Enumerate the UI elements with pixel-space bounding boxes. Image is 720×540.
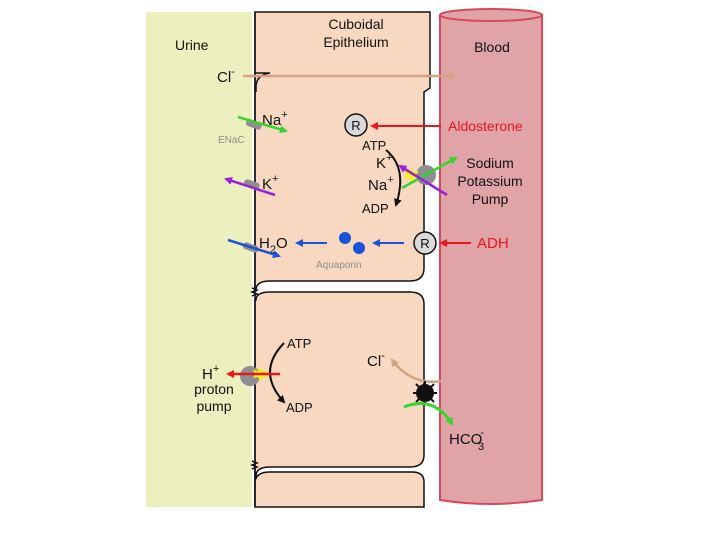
blood-vessel [439, 9, 543, 505]
aquaporin-label: Aquaporin [316, 260, 362, 271]
aldosterone-label: Aldosterone [448, 118, 523, 134]
aquaporin-vesicle-1 [339, 232, 351, 244]
adp-top-label: ADP [362, 201, 389, 216]
hco3-secretion-arrow [403, 402, 454, 426]
na-out-arrow [401, 156, 458, 190]
adh-label: ADH [477, 235, 509, 252]
cuboidal-label: Cuboidal [328, 16, 383, 32]
na-pump-label: Na+ [368, 174, 394, 194]
na-enac-arrow [237, 115, 288, 134]
atp-bottom-label: ATP [287, 336, 311, 351]
lower-epithelial-cell [254, 291, 425, 508]
enac-label: ENaC [218, 135, 245, 146]
tight-junction-upper [249, 287, 260, 297]
upper-epithelial-cell [254, 11, 431, 292]
adp-bottom-label: ADP [286, 400, 313, 415]
epithelium-label: Epithelium [323, 34, 388, 50]
cl-bottom-label: Cl- [367, 350, 385, 370]
atp-top-label: ATP [362, 138, 386, 153]
k-in-arrow [398, 164, 448, 197]
top-cell-edge [255, 72, 271, 92]
k-secretion-arrow [224, 177, 276, 197]
h2o-apical-arrow [227, 238, 281, 259]
adh-receptor [413, 231, 437, 255]
atp-adp-curve-bottom [269, 342, 286, 404]
aldosterone-receptor [344, 113, 368, 137]
k-pump-label: K+ [376, 152, 392, 172]
hco3-label: HCO-3 [449, 427, 484, 453]
blood-label: Blood [474, 39, 510, 55]
k-channel-label: K+ [262, 173, 278, 193]
adh-receptor-label: R [420, 236, 429, 251]
proton-label: proton [194, 381, 234, 397]
cl-uptake-arrow [390, 358, 443, 384]
aquaporin-vesicle-2 [353, 242, 365, 254]
k-channel [243, 179, 260, 190]
h-ion-label: H+ [202, 363, 219, 383]
cl-top-label: Cl- [217, 66, 235, 86]
sodium-label: Sodium [466, 155, 513, 171]
h2o-label: H2O [259, 235, 288, 256]
atp-adp-curve-top [385, 149, 402, 207]
proton-pump-label: pump [196, 398, 231, 414]
blood-vessel-rim [439, 8, 543, 22]
na-k-pump-star [404, 168, 419, 182]
tight-junction-lower [249, 460, 260, 470]
urine-label: Urine [175, 37, 209, 53]
pump-label: Pump [472, 191, 509, 207]
urine-region [146, 12, 252, 507]
potassium-label: Potassium [457, 173, 522, 189]
bottom-epithelial-cell [254, 471, 425, 508]
aldosterone-receptor-label: R [351, 118, 360, 133]
anion-exchanger-spikes [413, 381, 437, 405]
enac-channel [245, 119, 262, 130]
